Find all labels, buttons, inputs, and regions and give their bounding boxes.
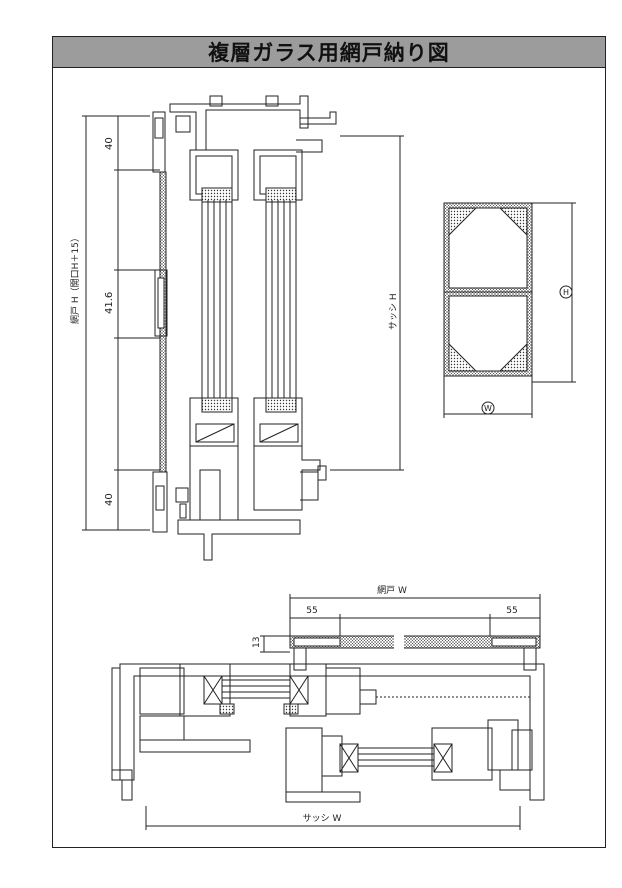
- height-symbol-text: H: [563, 288, 569, 297]
- vertical-section: [82, 95, 404, 561]
- inner-sash-left: [285, 727, 323, 793]
- outer-sash-left: [139, 667, 185, 715]
- elevation-width-symbol: [481, 401, 495, 415]
- width-symbol-text: W: [484, 404, 492, 413]
- dim-right-label: 55: [506, 606, 517, 616]
- dim-left-label: 55: [306, 606, 317, 616]
- screen-horizontal-frame: [289, 635, 541, 649]
- sash-width-label: サッシ W: [303, 813, 342, 824]
- horizontal-section: [111, 594, 545, 830]
- screen-width-label: 網戸 W: [377, 584, 407, 596]
- dim-top-label: 40: [104, 137, 115, 150]
- screen-top-rail: [152, 111, 166, 173]
- sash-height-label: サッシ H: [388, 293, 399, 330]
- inner-sash-right: [431, 727, 493, 781]
- screen-elevation: [443, 202, 576, 418]
- screen-height-label: 網戸 H（開口H＋15）: [69, 233, 81, 324]
- page-title: 複層ガラス用網戸納り図: [208, 41, 450, 65]
- dim-bottom-label: 40: [104, 493, 115, 506]
- dim-depth-label: 13: [252, 637, 262, 648]
- screen-mid-bar: [154, 269, 168, 337]
- elevation-height-symbol: [559, 285, 573, 299]
- screen-bottom-rail: [152, 471, 168, 533]
- dim-mid-label: 41.6: [104, 292, 115, 314]
- title-bar: 複層ガラス用網戸納り図: [52, 36, 606, 68]
- drawing-frame: [52, 36, 606, 848]
